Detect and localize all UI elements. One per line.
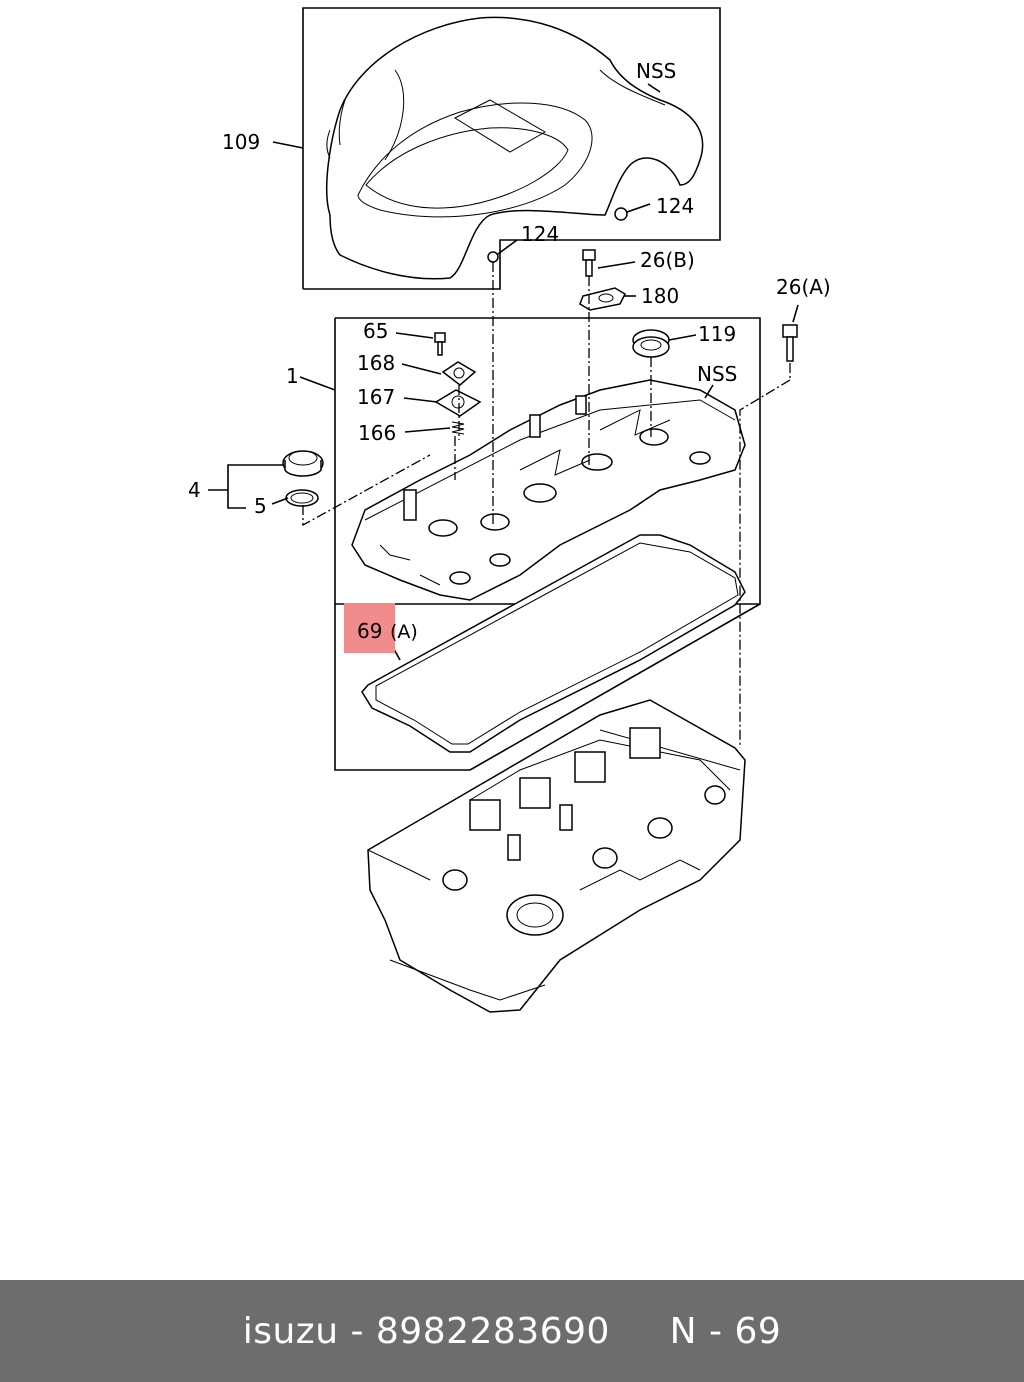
label-124-mid: 124 xyxy=(521,222,559,246)
label-119: 119 xyxy=(698,322,736,346)
nut-124-right xyxy=(614,207,628,221)
engine-cover xyxy=(325,16,704,280)
bracket-180 xyxy=(579,287,626,311)
footer-bar: isuzu - 8982283690 N - 69 xyxy=(0,1280,1024,1382)
washer-168 xyxy=(441,361,477,386)
bolt-26b xyxy=(582,249,596,277)
label-26a: 26(A) xyxy=(776,275,831,299)
label-168: 168 xyxy=(357,351,395,375)
spring-166 xyxy=(451,421,465,435)
label-69-number: 69 xyxy=(357,619,382,643)
label-124-right: 124 xyxy=(656,194,694,218)
seal-119 xyxy=(632,329,670,358)
label-180: 180 xyxy=(641,284,679,308)
o-ring-5 xyxy=(285,489,319,507)
highlight-box xyxy=(344,603,395,653)
label-166: 166 xyxy=(358,421,396,445)
label-1: 1 xyxy=(286,364,299,388)
label-167: 167 xyxy=(357,385,395,409)
label-nss-mid: NSS xyxy=(697,362,737,386)
oil-cap-4 xyxy=(282,450,324,477)
label-nss-top: NSS xyxy=(636,59,676,83)
cylinder-head-cover xyxy=(351,379,746,601)
bolt-65 xyxy=(434,332,446,356)
parts-diagram: 109 NSS 124 124 26(B) 180 26(A) 65 119 1… xyxy=(188,7,831,1013)
diaphragm-167 xyxy=(434,389,482,417)
label-5: 5 xyxy=(254,494,267,518)
bolt-26a xyxy=(782,324,798,362)
gasket xyxy=(361,534,746,753)
nut-124-mid xyxy=(487,251,499,263)
label-69-suffix: (A) xyxy=(390,621,418,643)
label-4: 4 xyxy=(188,478,201,502)
label-65: 65 xyxy=(363,319,388,343)
label-26b: 26(B) xyxy=(640,248,695,272)
part-labels: 109 NSS 124 124 26(B) 180 26(A) 65 119 1… xyxy=(188,59,831,643)
leader-lines xyxy=(208,83,799,661)
engine-cover-group xyxy=(302,7,721,290)
label-109: 109 xyxy=(222,130,260,154)
part-number-caption: isuzu - 8982283690 N - 69 xyxy=(242,1310,782,1352)
assembly-lines xyxy=(302,262,791,748)
cylinder-head xyxy=(367,699,746,1013)
